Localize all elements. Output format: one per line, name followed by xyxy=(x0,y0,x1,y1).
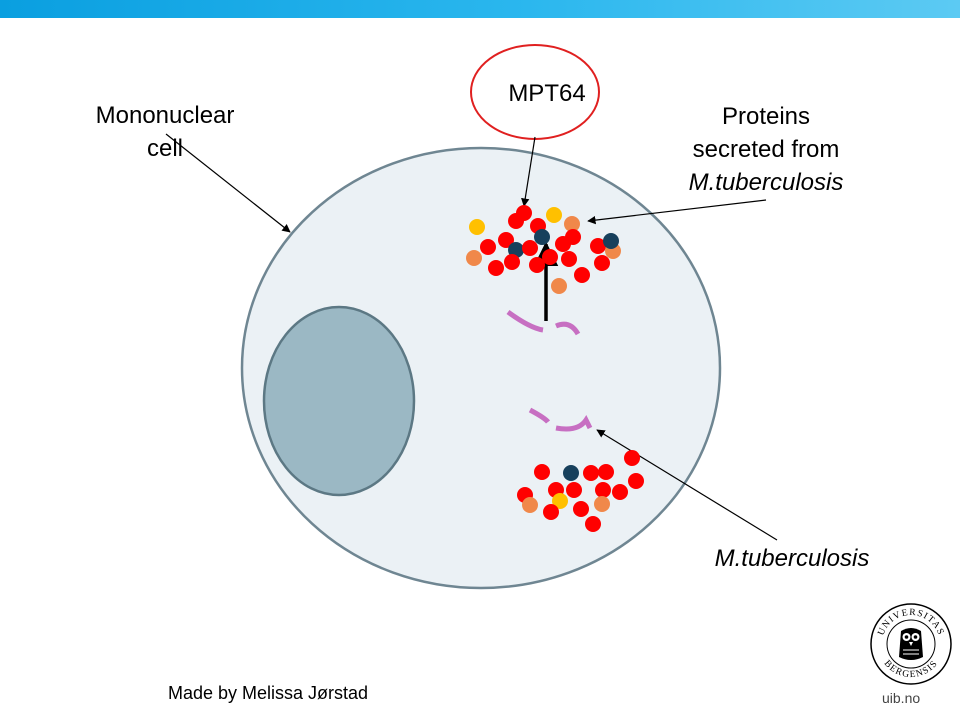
secreted-proteins-label: Proteins secreted from M.tuberculosis xyxy=(664,100,868,199)
mpt64-label: MPT64 xyxy=(508,80,586,107)
mononuclear-cell-label: Mononuclear cell xyxy=(70,99,260,165)
protein-dot xyxy=(529,257,545,273)
mononuclear-pointer-arrow xyxy=(165,133,291,233)
proteins-label-line3: M.tuberculosis xyxy=(688,169,844,196)
protein-dot xyxy=(469,219,485,235)
bacteria-dot xyxy=(573,501,589,517)
bacteria-dot xyxy=(543,504,559,520)
owl-icon xyxy=(899,628,923,660)
proteins-pointer-arrow xyxy=(587,199,767,225)
mpt64-pointer-arrow xyxy=(521,136,536,207)
protein-dot xyxy=(488,260,504,276)
bacteria-dot xyxy=(612,484,628,500)
mtb-bacteria-cluster xyxy=(517,450,644,532)
proteins-label-line1: Proteins xyxy=(721,103,811,130)
bacteria-dot xyxy=(552,493,568,509)
protein-dot xyxy=(551,278,567,294)
bacteria-dot xyxy=(598,464,614,480)
membrane-arc-upper xyxy=(506,309,544,333)
protein-dot xyxy=(498,232,514,248)
protein-dot xyxy=(574,267,590,283)
protein-dot xyxy=(508,213,524,229)
protein-dot xyxy=(594,255,610,271)
bacteria-dot xyxy=(583,465,599,481)
protein-dot xyxy=(546,207,562,223)
mononuclear-label-line2: cell xyxy=(146,135,183,162)
uib-website-link[interactable]: uib.no xyxy=(882,690,921,706)
protein-dot xyxy=(603,233,619,249)
protein-dot xyxy=(534,229,550,245)
author-credit: Made by Melissa Jørstad xyxy=(168,683,369,703)
mononuclear-label-line1: Mononuclear xyxy=(95,102,235,129)
protein-dot xyxy=(565,229,581,245)
protein-dot xyxy=(466,250,482,266)
membrane-arc-upper-right xyxy=(555,321,581,336)
bacteria-dot xyxy=(522,497,538,513)
secreted-protein-cluster xyxy=(466,205,621,294)
proteins-label-line2: secreted from xyxy=(692,136,840,163)
protein-dot xyxy=(542,249,558,265)
membrane-arc-lower xyxy=(528,407,550,424)
bacteria-dot xyxy=(594,496,610,512)
protein-dot xyxy=(564,216,580,232)
protein-dot xyxy=(480,239,496,255)
protein-dot xyxy=(561,251,577,267)
mtb-pointer-arrow xyxy=(596,429,778,541)
protein-dot xyxy=(504,254,520,270)
bacteria-dot xyxy=(628,473,644,489)
bacteria-dot xyxy=(566,482,582,498)
bacteria-dot xyxy=(534,464,550,480)
bacteria-dot xyxy=(585,516,601,532)
top-header-bar xyxy=(0,0,960,18)
protein-dot xyxy=(590,238,606,254)
university-seal-logo: UNIVERSITAS BERGENSIS xyxy=(870,603,952,685)
protein-dot xyxy=(522,240,538,256)
cell-nucleus xyxy=(262,305,416,497)
membrane-arc-lower-right xyxy=(555,415,593,432)
bacteria-dot xyxy=(595,482,611,498)
mtb-label: M.tuberculosis xyxy=(714,545,870,572)
bacteria-dot xyxy=(563,465,579,481)
bacteria-dot xyxy=(624,450,640,466)
